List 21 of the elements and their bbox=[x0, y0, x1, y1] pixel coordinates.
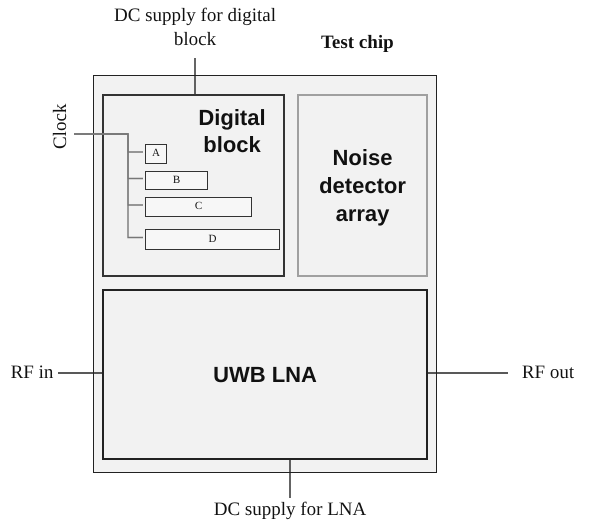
wire bbox=[74, 133, 143, 238]
port-label: DC supply for LNA bbox=[175, 498, 405, 522]
amplifier-block bbox=[102, 289, 428, 460]
sub-block: D bbox=[145, 229, 280, 250]
port-label: RF in bbox=[6, 361, 58, 385]
block-title: UWB LNA bbox=[213, 360, 317, 388]
wire bbox=[289, 460, 291, 498]
digital-block bbox=[102, 94, 285, 277]
wire bbox=[428, 372, 508, 374]
detector-block bbox=[297, 94, 428, 277]
wire bbox=[58, 372, 102, 374]
sub-block: C bbox=[145, 197, 252, 217]
block-title: Digital block bbox=[197, 104, 267, 158]
sub-block: B bbox=[145, 171, 208, 190]
sub-block: A bbox=[145, 144, 167, 164]
block-title: Noise detector array bbox=[318, 144, 407, 228]
chip-title: Test chip bbox=[321, 32, 394, 54]
port-label: Clock bbox=[48, 96, 74, 156]
port-label: DC supply for digital block bbox=[110, 4, 280, 58]
wire bbox=[194, 58, 196, 94]
port-label: RF out bbox=[508, 361, 588, 385]
